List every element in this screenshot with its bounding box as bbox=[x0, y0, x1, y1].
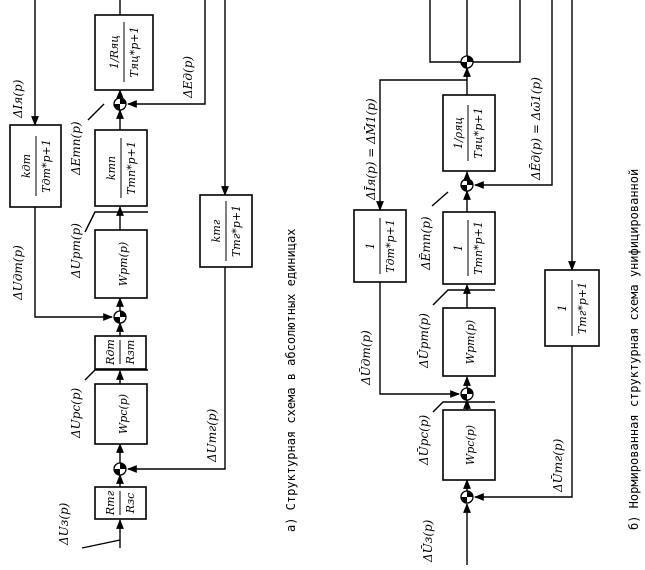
b-tg-num: 1 bbox=[556, 305, 569, 312]
a-sig-ed: ΔEд(p) bbox=[181, 56, 195, 99]
a-tg-num: kтг bbox=[210, 219, 223, 242]
a-dt-den: Tдт*p+1 bbox=[40, 139, 53, 193]
b-tp-den: Tтп*p+1 bbox=[472, 221, 485, 275]
b-sig-upc: ΔŪрс(p) bbox=[416, 414, 431, 466]
a-dt-num: kдт bbox=[20, 154, 33, 178]
b-sig-ed: ΔĒд(p) = Δω̄1(p) bbox=[528, 77, 543, 181]
b-tg-block: 1 Tтг*p+1 bbox=[544, 269, 600, 347]
a-tp-num: kтп bbox=[105, 156, 118, 180]
b-sum-1 bbox=[460, 490, 474, 504]
a-rdt-den: Rзт bbox=[124, 340, 137, 366]
b-sig-etp: ΔĒтп(p) bbox=[418, 216, 433, 271]
b-sig-uz: ΔŪз(p) bbox=[420, 519, 435, 563]
a-sig-iya: ΔIя(p) bbox=[11, 79, 25, 119]
b-caption: б) Нормированная структурная схема унифи… bbox=[627, 169, 641, 530]
a-yac-block: 1/Rяц Tяц*p+1 bbox=[94, 14, 154, 91]
a-sum-2 bbox=[113, 310, 127, 324]
b-yac-den: Tяц*p+1 bbox=[472, 107, 485, 158]
a-sig-upt: ΔUрт(p) bbox=[69, 223, 83, 279]
a-wpt-block: Wрт(p) bbox=[84, 211, 148, 299]
b-wpc-text: Wрс(p) bbox=[464, 425, 477, 465]
b-sig-iya: ΔĪя(p) = ΔM̄1(p) bbox=[363, 98, 378, 201]
a-sum-1 bbox=[113, 462, 127, 476]
diagram-b: Wрс(p) Wрт(p) 1 Tтп*p+1 bbox=[353, 0, 641, 565]
a-yac-den: Tяц*p+1 bbox=[128, 26, 141, 77]
a-dt-block: kдт Tдт*p+1 bbox=[9, 124, 62, 208]
b-dt-block: 1 Tдт*p+1 bbox=[353, 209, 407, 283]
a-sum-3 bbox=[113, 97, 127, 111]
b-dt-den: Tдт*p+1 bbox=[384, 219, 397, 273]
a-sig-etp: ΔEтп(p) bbox=[69, 121, 83, 176]
a-sig-utg: ΔUтг(p) bbox=[205, 408, 219, 463]
a-sig-upc: ΔUрс(p) bbox=[69, 387, 83, 439]
b-wpt-text: Wрт(p) bbox=[464, 320, 477, 364]
b-wpt-block: Wрт(p) bbox=[432, 289, 496, 377]
a-wpc-block: Wрс(p) bbox=[84, 369, 148, 445]
a-rdt-num: Rдт bbox=[104, 339, 117, 366]
b-sig-udt: ΔŪдт(p) bbox=[358, 330, 373, 386]
b-sig-upt: ΔŪрт(p) bbox=[416, 313, 431, 369]
a-tp-den: Tтп*p+1 bbox=[125, 141, 138, 195]
b-tg-den: Tтг*p+1 bbox=[576, 282, 589, 334]
a-input-den: Rзс bbox=[124, 493, 137, 514]
b-yac-block: 1/ρяц Tяц*p+1 bbox=[442, 94, 496, 172]
b-sig-utg: ΔŪтг(p) bbox=[550, 438, 565, 493]
a-tp-block: kтп Tтп*p+1 bbox=[87, 103, 148, 207]
a-wpt-text: Wрт(p) bbox=[117, 242, 130, 286]
b-tp-block: 1 Tтп*p+1 bbox=[431, 191, 496, 285]
a-wpc-text: Wрс(p) bbox=[117, 394, 130, 434]
a-sig-udt: ΔUдт(p) bbox=[11, 245, 25, 301]
b-dt-num: 1 bbox=[364, 243, 377, 250]
b-sum-3 bbox=[460, 178, 474, 192]
a-caption: а) Структурная схема в абсолютных единиц… bbox=[284, 229, 298, 532]
b-yac-num: 1/ρяц bbox=[452, 117, 465, 149]
diagram-a: Rтг Rзс Wрс(p) Rдт Rзт bbox=[9, 0, 298, 549]
a-input-num: Rтг bbox=[104, 490, 117, 516]
a-tg-block: kтг Tтг*p+1 bbox=[199, 194, 253, 268]
a-sig-uz: ΔUз(p) bbox=[57, 502, 71, 546]
a-yac-num: 1/Rяц bbox=[108, 35, 121, 69]
b-sum-2 bbox=[460, 387, 474, 401]
b-sum-4 bbox=[460, 55, 474, 69]
b-tp-num: 1 bbox=[452, 245, 465, 252]
a-input-block: Rтг Rзс bbox=[94, 486, 147, 520]
a-rdt-block: Rдт Rзт bbox=[94, 335, 147, 370]
a-tg-den: Tтг*p+1 bbox=[230, 205, 243, 257]
b-wpc-block: Wрс(p) bbox=[432, 401, 496, 481]
